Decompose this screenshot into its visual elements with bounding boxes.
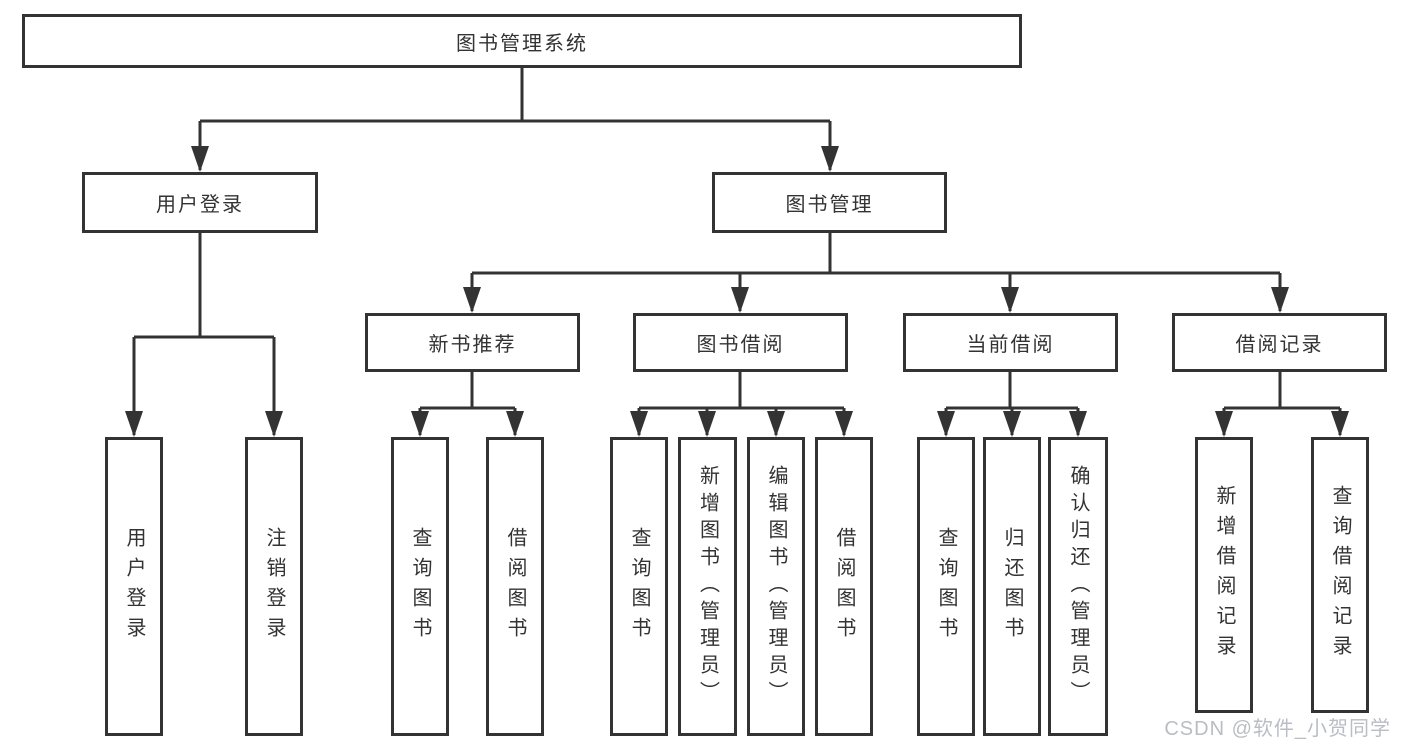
leaf-logout-login: 注销登录	[245, 437, 303, 736]
node-book-management: 图书管理	[712, 172, 947, 233]
node-borrowing-records: 借阅记录	[1172, 313, 1387, 372]
leaf-query-borrow-record: 查询借阅记录	[1311, 437, 1369, 713]
leaf-query-book-borrowing: 查询图书	[610, 437, 668, 736]
node-root: 图书管理系统	[22, 14, 1022, 68]
node-book-borrowing: 图书借阅	[633, 313, 848, 372]
leaf-return-book: 归还图书	[983, 437, 1041, 736]
node-new-book-recommendation: 新书推荐	[365, 313, 580, 372]
leaf-borrow-book-borrowing: 借阅图书	[815, 437, 873, 736]
leaf-edit-book-admin: 编辑图书（管理员）	[747, 437, 805, 736]
leaf-add-book-admin: 新增图书（管理员）	[678, 437, 737, 736]
watermark: CSDN @软件_小贺同学	[1164, 718, 1391, 740]
leaf-confirm-return-admin: 确认归还（管理员）	[1048, 437, 1108, 736]
leaf-borrow-book-recommend: 借阅图书	[486, 437, 544, 736]
leaf-user-login: 用户登录	[105, 437, 163, 736]
leaf-query-book-recommend: 查询图书	[391, 437, 449, 736]
leaf-query-book-current: 查询图书	[917, 437, 975, 736]
node-user-login: 用户登录	[82, 172, 318, 233]
leaf-add-borrow-record: 新增借阅记录	[1195, 437, 1253, 713]
node-current-borrowing: 当前借阅	[903, 313, 1118, 372]
